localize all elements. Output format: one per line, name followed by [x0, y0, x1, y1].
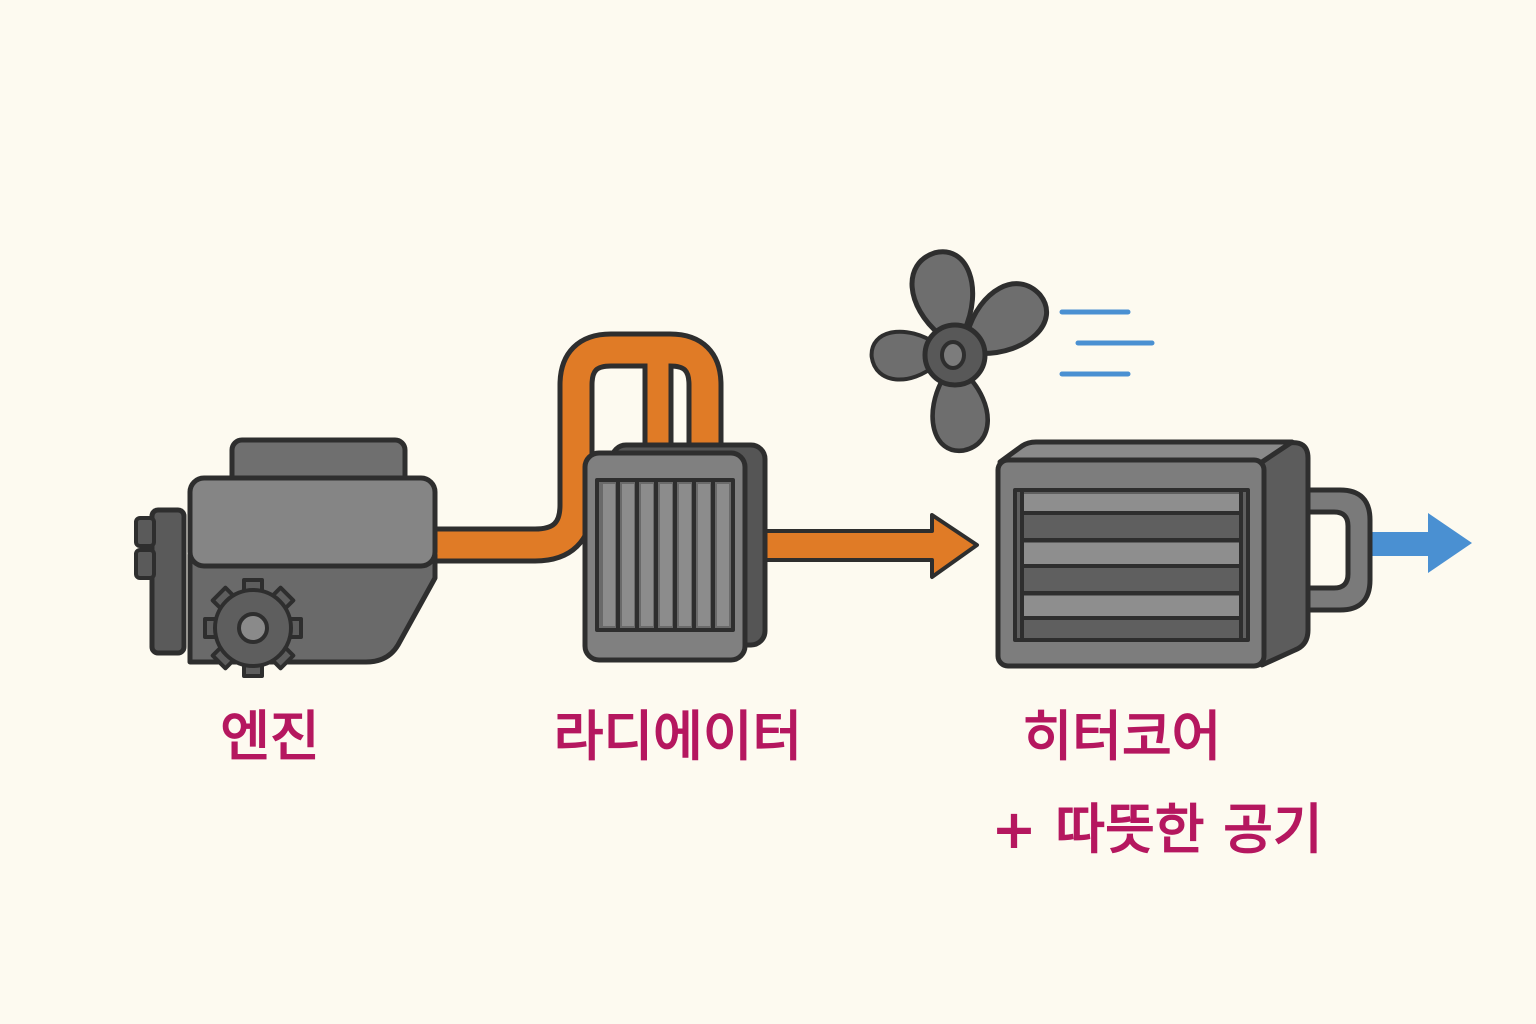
warm-air-arrow-icon	[1360, 513, 1472, 573]
engine-upper-block	[187, 475, 438, 569]
engine-knob	[134, 548, 156, 580]
heater-core-side-face	[1259, 440, 1311, 668]
radiator-fin	[698, 484, 710, 626]
heater-core-top-face	[997, 439, 1295, 465]
heater-core-handle	[1277, 487, 1373, 613]
gear-hub	[237, 612, 269, 644]
engine-icon	[134, 437, 438, 678]
radiator-label: 라디에이터	[554, 705, 802, 768]
radiator-fin	[679, 484, 691, 626]
fan-icon	[869, 249, 1049, 453]
fan-blade	[909, 249, 976, 338]
fan-hub-center	[940, 340, 966, 370]
heater-core-fin	[1024, 543, 1239, 564]
heater-core-fin	[1024, 494, 1239, 511]
air-flow-lines	[1059, 309, 1155, 377]
warm-air-label: + 따뜻한 공기	[991, 798, 1322, 861]
coolant-flow-arrow	[748, 513, 979, 579]
radiator-fin	[622, 484, 634, 626]
radiator-fin	[603, 484, 615, 626]
engine-side-plate	[149, 507, 187, 656]
coolant-pipe-fill	[430, 336, 719, 559]
radiator-fin	[717, 484, 729, 626]
radiator-icon	[582, 442, 768, 663]
engine-knob	[134, 516, 156, 548]
engine-label: 엔진	[220, 705, 319, 768]
fan-blade	[964, 281, 1049, 357]
gear-icon	[203, 578, 303, 678]
radiator-fin	[660, 484, 672, 626]
heater-core-fin	[1024, 596, 1239, 616]
fan-blade	[869, 329, 940, 382]
heater-core-icon	[995, 439, 1373, 669]
fan-blade	[930, 372, 990, 453]
heater-core-label: 히터코어	[1023, 705, 1222, 768]
radiator-fin	[641, 484, 653, 626]
